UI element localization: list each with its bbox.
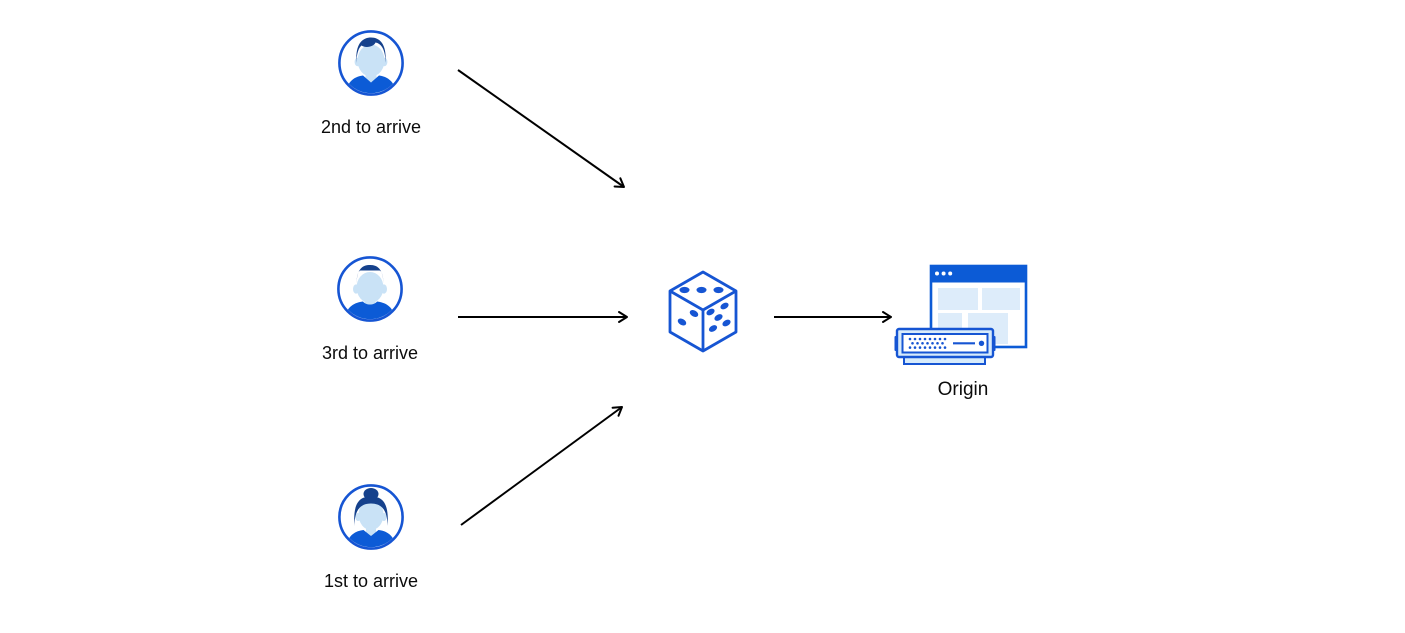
dice-node (668, 270, 738, 354)
user-node-1st: 1st to arrive (291, 484, 451, 592)
server-icon (894, 327, 996, 365)
origin-browser-server-icon (894, 264, 1028, 365)
user-label-3rd: 3rd to arrive (321, 343, 419, 363)
origin-label: Origin (937, 379, 989, 400)
user-label-1st: 1st to arrive (323, 571, 419, 591)
arrow-user-2nd-to-dice (457, 69, 625, 188)
avatar-man-flattop-icon (337, 256, 403, 322)
server-vent-dots (908, 337, 947, 349)
user-label-2nd: 2nd to arrive (320, 117, 422, 137)
user-node-2nd: 2nd to arrive (291, 30, 451, 138)
user-node-3rd: 3rd to arrive (290, 256, 450, 364)
avatar-woman-bun-icon (338, 484, 404, 550)
dice-icon (668, 270, 738, 353)
arrow-user-1st-to-dice (460, 406, 623, 526)
avatar-man-wavy-hair-icon (338, 30, 404, 96)
origin-node: Origin (893, 256, 1033, 400)
